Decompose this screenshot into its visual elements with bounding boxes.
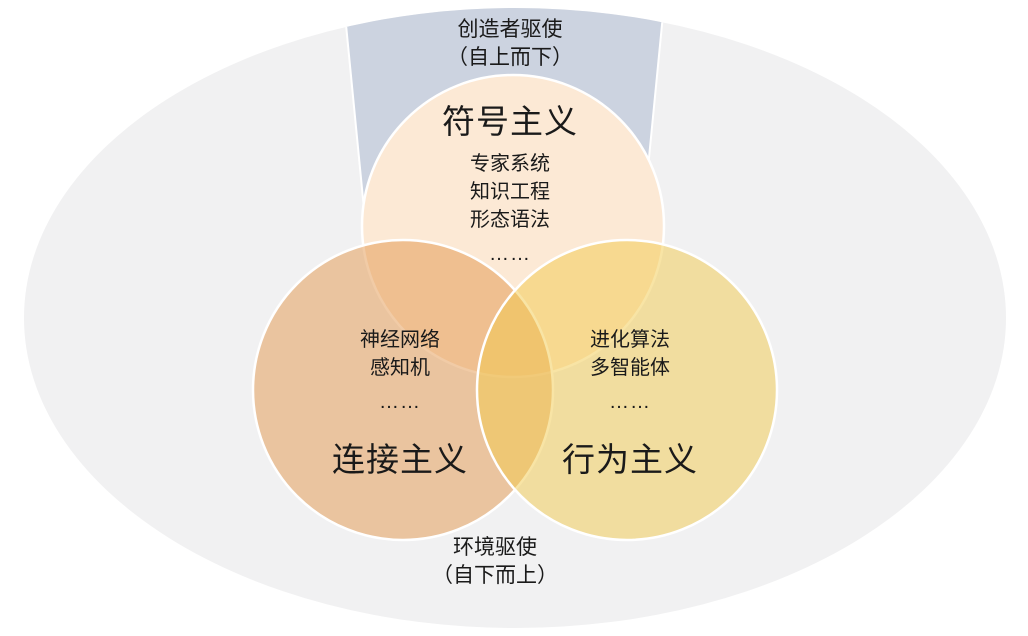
- behaviorism-circle: [475, 238, 779, 542]
- ellipsis-item: ……: [489, 243, 531, 265]
- list-item: 神经网络: [360, 329, 440, 351]
- list-item: 多智能体: [590, 357, 670, 379]
- venn-shapes: [251, 8, 779, 542]
- top-banner: 创造者驱使 （自上而下）: [365, 16, 655, 72]
- symbolism-items: 专家系统 知识工程 形态语法 ……: [365, 150, 655, 268]
- top-banner-line1: 创造者驱使: [457, 18, 563, 41]
- outer-ellipse: [24, 8, 1006, 628]
- list-item: 进化算法: [590, 329, 670, 351]
- connectionism-title: 连接主义: [332, 441, 468, 478]
- list-item: 专家系统: [470, 153, 550, 175]
- top-banner-line2: （自上而下）: [447, 46, 573, 69]
- bottom-banner-line2: （自下而上）: [432, 564, 558, 587]
- bottom-banner-line1: 环境驱使: [453, 536, 537, 559]
- ellipsis-item: ……: [379, 391, 421, 413]
- symbolism-title: 符号主义: [442, 103, 578, 140]
- connectionism-items: 神经网络 感知机 ……: [300, 326, 500, 416]
- list-item: 知识工程: [470, 181, 550, 203]
- behaviorism-items: 进化算法 多智能体 ……: [530, 326, 730, 416]
- behaviorism-title: 行为主义: [562, 441, 698, 478]
- list-item: 感知机: [370, 357, 430, 379]
- bottom-banner: 环境驱使 （自下而上）: [350, 534, 640, 590]
- ellipsis-item: ……: [609, 391, 651, 413]
- list-item: 形态语法: [470, 209, 550, 231]
